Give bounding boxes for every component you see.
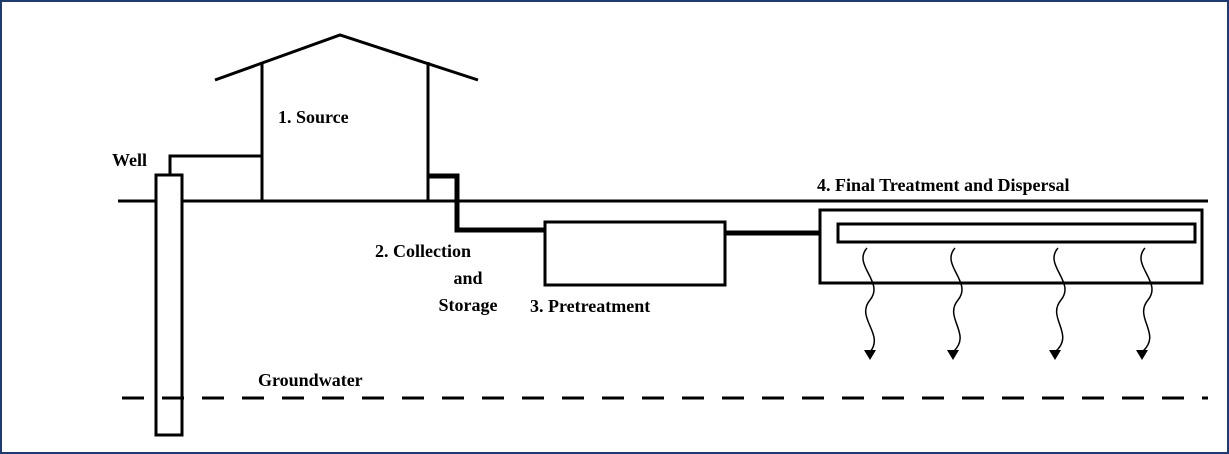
sewer-pipe [428,176,545,230]
collection-label-3: Storage [439,295,498,315]
well-casing [156,175,182,435]
pretreatment-tank [545,222,725,285]
arrowhead [864,350,876,360]
well-label: Well [112,150,147,170]
source-label: 1. Source [278,107,349,127]
arrowhead [947,350,959,360]
distribution-lateral [838,224,1195,242]
well-pipe [170,156,262,175]
house-roof [215,35,478,80]
groundwater-label: Groundwater [258,370,363,390]
arrowhead [1049,350,1061,360]
final-treatment-label: 4. Final Treatment and Dispersal [817,175,1070,195]
pretreatment-label: 3. Pretreatment [530,296,650,316]
arrowhead [1136,350,1148,360]
collection-label-2: and [453,268,482,288]
dispersal-trench [820,210,1202,283]
collection-label-1: 2. Collection [375,241,471,261]
